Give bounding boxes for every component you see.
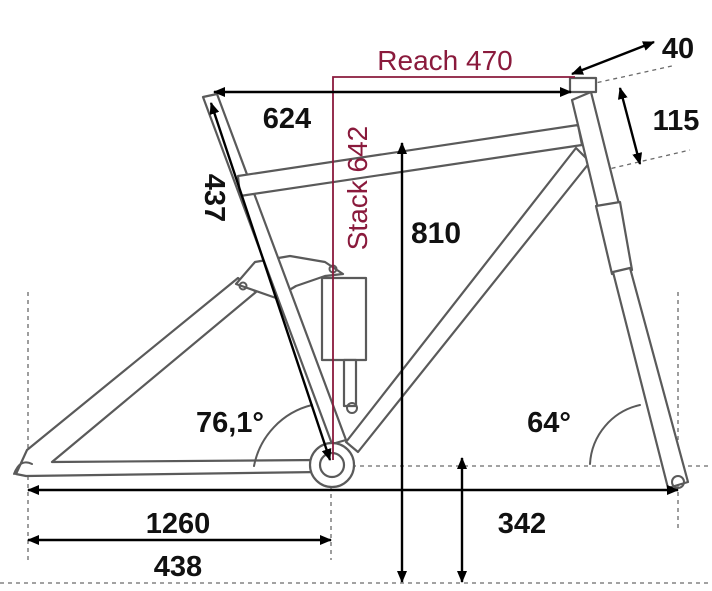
shock-mount — [346, 402, 358, 414]
reach-label: Reach 470 — [377, 45, 512, 76]
wheelbase-label: 1260 — [146, 508, 211, 540]
rear-shock-shaft — [342, 358, 358, 408]
top-tube — [236, 123, 584, 198]
rear-shock-body — [320, 276, 368, 362]
bb-height-label: 810 — [411, 217, 461, 250]
fork-upper — [594, 200, 634, 276]
top-tube-label: 624 — [263, 103, 311, 135]
stem-offset-arrow — [571, 40, 655, 76]
dimension-arrows — [27, 40, 679, 583]
front-center-label: 342 — [498, 508, 546, 540]
seat-tube-arrow — [209, 102, 332, 461]
head-tube-label: 115 — [653, 105, 700, 137]
head-angle-arc — [589, 404, 641, 465]
reach-guide — [332, 76, 575, 460]
seat-tube-label: 437 — [198, 174, 230, 222]
chainstay-label: 438 — [154, 551, 202, 583]
dimension-labels: Reach 470 Stack 642 624 437 40 115 810 7… — [146, 33, 700, 583]
head-tube-arrow — [617, 87, 643, 165]
reach-stack-guides — [332, 76, 575, 460]
rear-triangle — [14, 276, 322, 478]
bottom-bracket-inner — [318, 451, 346, 479]
head-tube-base-reference — [595, 149, 691, 173]
seat-angle-label: 76,1° — [196, 407, 264, 439]
head-angle-label: 64° — [527, 407, 571, 439]
fork-lower — [611, 266, 690, 490]
stack-label: Stack 642 — [342, 126, 373, 251]
headset-cap — [568, 76, 598, 94]
rear-dropout — [13, 461, 33, 475]
stem-offset-label: 40 — [662, 33, 694, 65]
